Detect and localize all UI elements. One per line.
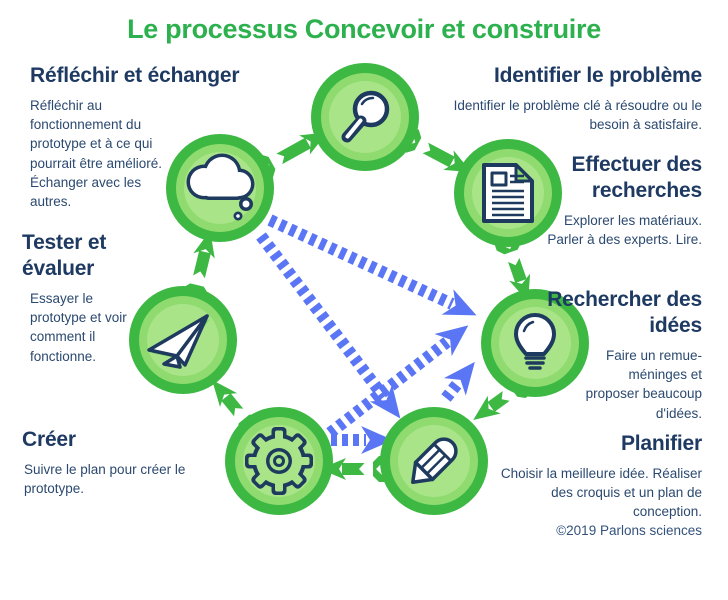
arrow-create-to-test (212, 379, 265, 440)
step-node-ideate (481, 289, 589, 397)
step-block-create: Créer Suivre le plan pour créer le proto… (22, 427, 212, 498)
step-node-create (225, 407, 333, 515)
step-heading-create: Créer (22, 428, 76, 451)
step-block-plan: Planifier Choisir la meilleure idée. Réa… (490, 431, 702, 522)
pencil-icon (411, 437, 458, 484)
page-title: Le processus Concevoir et construire (127, 14, 601, 44)
lightbulb-icon (514, 313, 556, 370)
step-node-reflect (166, 134, 274, 242)
gear-icon (245, 427, 313, 495)
step-body-reflect: Réfléchir au fonctionnement du prototype… (30, 98, 163, 209)
arrow-reflect-to-identify (251, 132, 328, 183)
step-heading-research: Effectuer des recherches (571, 153, 703, 203)
cycle-arrows (180, 125, 534, 484)
step-heading-plan: Planifier (620, 432, 702, 455)
step-heading-test: Tester et évaluer (22, 231, 107, 281)
step-body-create: Suivre le plan pour créer le prototype. (24, 462, 186, 497)
step-node-identify (311, 63, 419, 171)
thought-cloud-icon (186, 153, 255, 221)
step-block-reflect: Réfléchir et échanger Réfléchir au fonct… (30, 63, 270, 211)
arrow-test-to-reflect (180, 230, 215, 304)
step-heading-identify: Identifier le problème (494, 64, 702, 87)
paper-plane-icon (147, 314, 210, 369)
step-block-identify: Identifier le problème Identifier le pro… (402, 63, 703, 134)
step-heading-ideate: Rechercher des idées (547, 288, 702, 338)
arrow-plan-to-ideate (441, 361, 475, 402)
step-heading-reflect: Réfléchir et échanger (30, 64, 240, 87)
step-block-test: Tester et évaluer Essayer le prototype e… (22, 230, 142, 366)
step-body-plan: Choisir la meilleure idée. Réaliser des … (500, 466, 702, 520)
step-node-test (129, 286, 237, 394)
arrow-reflect-to-plan (256, 232, 401, 419)
step-node-plan (380, 407, 488, 515)
arrow-identify-to-research (397, 125, 472, 173)
step-node-research (454, 139, 562, 247)
step-body-ideate: Faire un remue-méninges et proposer beau… (585, 348, 702, 421)
step-body-test: Essayer le prototype et voir comment il … (30, 291, 127, 364)
copyright-notice: ©2019 Parlons sciences (556, 523, 702, 538)
magnifier-icon (341, 90, 390, 143)
step-body-identify: Identifier le problème clé à résoudre ou… (453, 98, 702, 133)
arrow-research-to-ideate (493, 232, 531, 302)
step-body-research: Explorer les matériaux. Parler à des exp… (547, 213, 702, 248)
document-icon (482, 163, 534, 223)
arrow-reflect-to-ideate (267, 214, 477, 316)
feedback-arrows (256, 214, 477, 454)
step-block-ideate: Rechercher des idées Faire un remue-méni… (542, 287, 702, 423)
arrow-ideate-to-plan (473, 371, 534, 420)
arrow-create-to-ideate (326, 325, 469, 438)
step-block-research: Effectuer des recherches Explorer les ma… (527, 152, 702, 249)
